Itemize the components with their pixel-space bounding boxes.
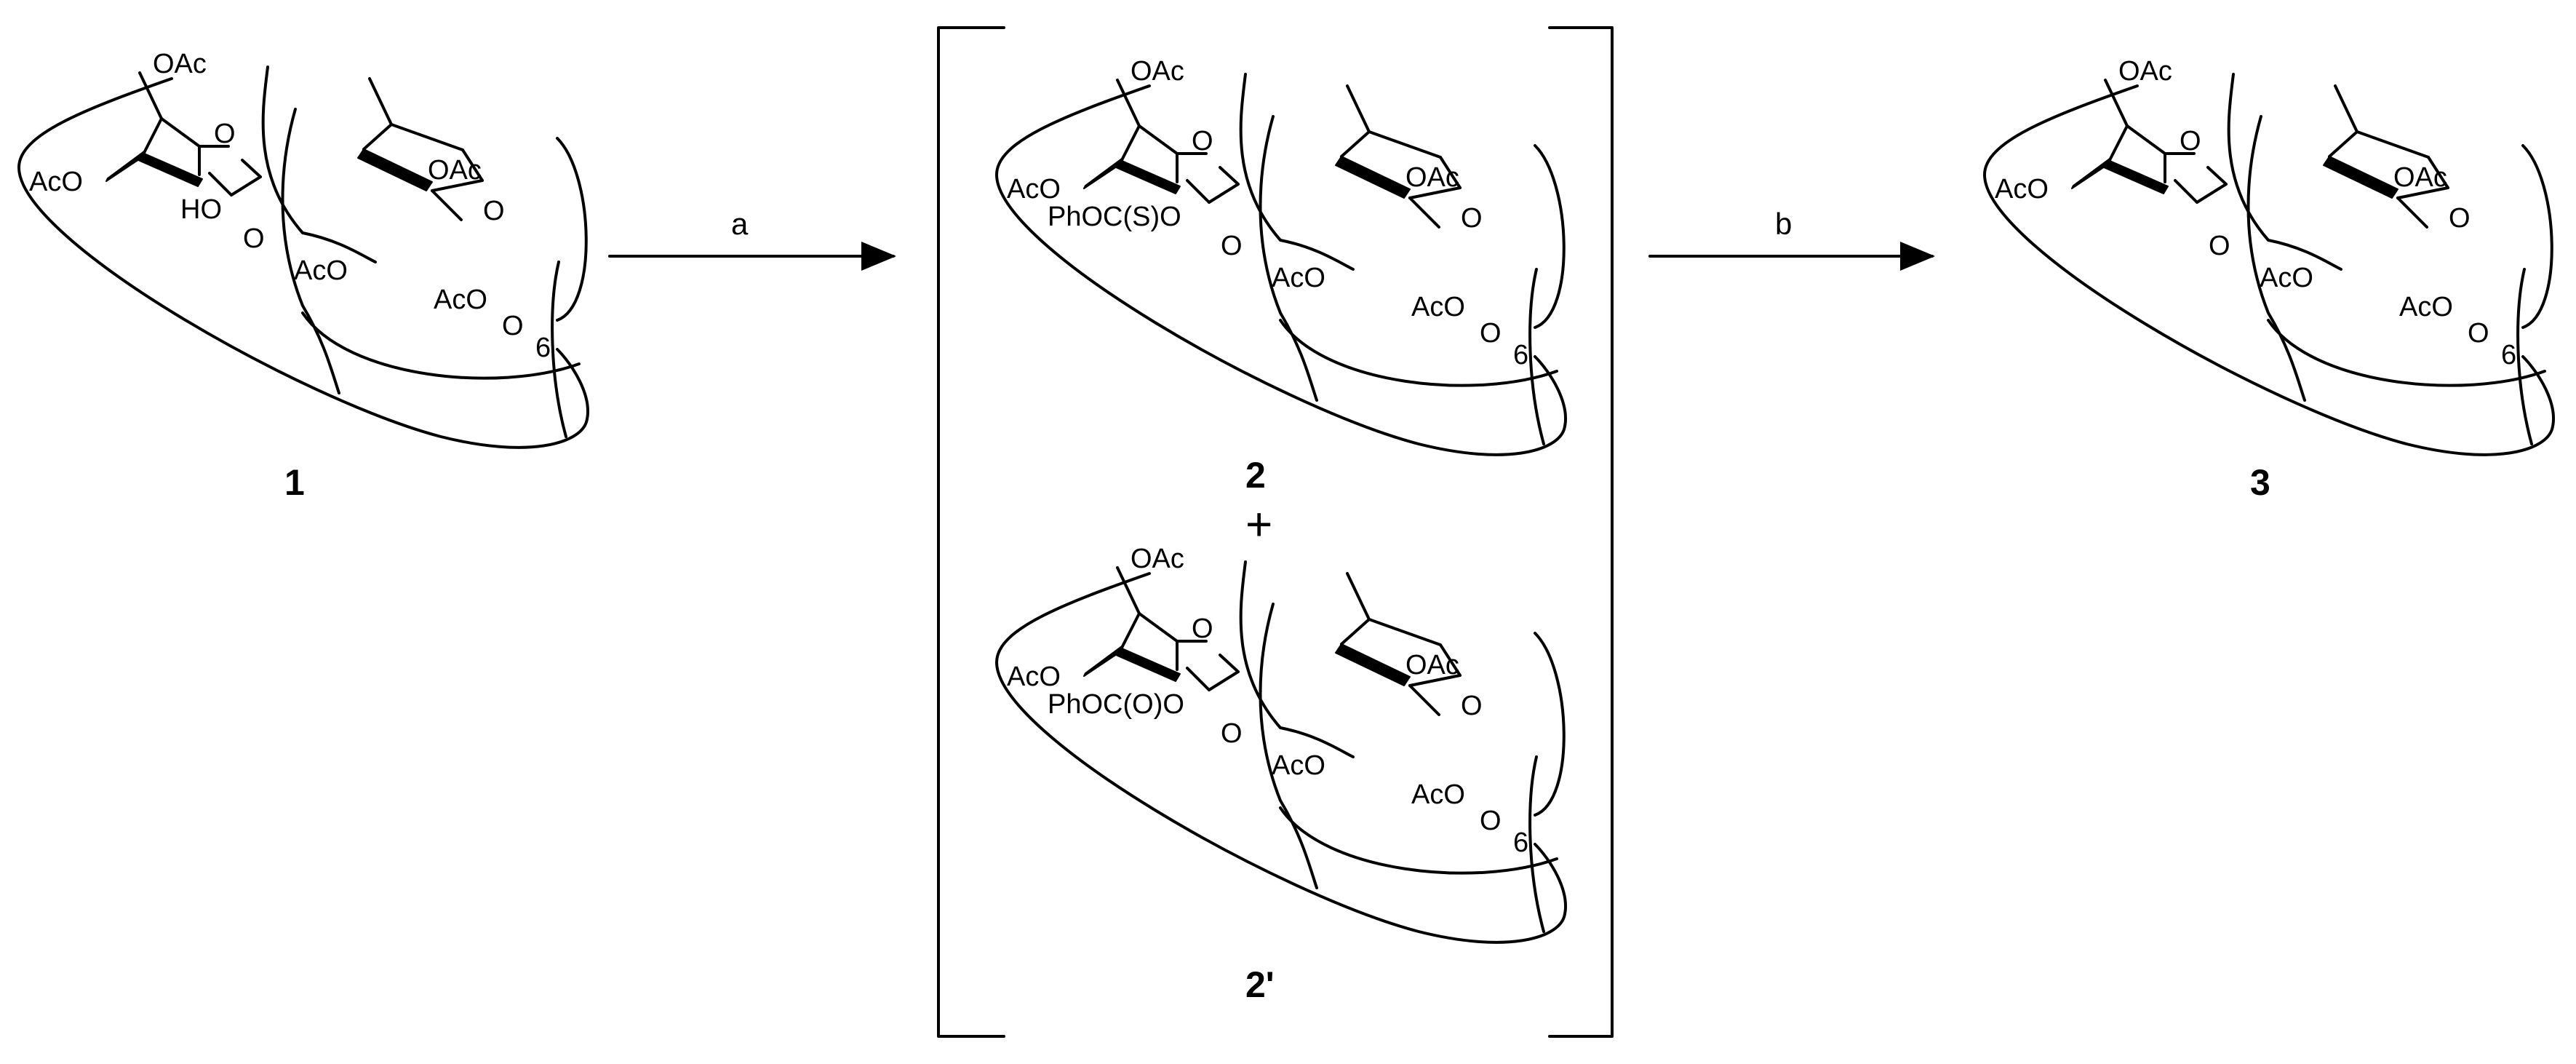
m2-inner-oac6: OAc [1131,56,1184,87]
m2p-inner-ring-o: O [1192,614,1213,644]
m2-outer-oac2: AcO [1411,292,1465,322]
m2p-outer-ring-o: O [1461,691,1483,721]
m2-inner-sub2: PhOC(S)O [1048,202,1181,232]
molecule-1: OAc O AcO HO O OAc O AcO AcO O 6 1 [17,49,589,503]
m1-inner-oac6: OAc [153,49,207,79]
m3-outer-oac2: AcO [2399,292,2453,322]
m3-outer-oac6: OAc [2393,162,2447,193]
m2-outer-o1: O [1480,318,1502,349]
m2-inner-oac4: AcO [1007,174,1061,205]
m2-repeat-count: 6 [1513,340,1528,370]
m2-outer-ring-o: O [1461,203,1483,234]
plus-sign: + [1245,498,1272,550]
m2p-outer-o1: O [1480,806,1502,836]
m1-outer-oac2: AcO [434,285,487,315]
m1-outer-oac6: OAc [428,155,482,186]
m1-repeat-count: 6 [535,333,551,363]
reaction-arrow-a: a [608,207,896,271]
step-a-label: a [731,207,749,241]
m1-outer-ring-o: O [483,196,505,226]
molecule-3: OAc O AcO O OAc O AcO AcO O 6 3 [1983,56,2555,503]
m3-inner-oac4: AcO [1995,174,2049,205]
m1-outer-oac3: AcO [294,255,348,286]
m1-inner-ring-o: O [214,119,236,149]
m3-repeat-count: 6 [2501,340,2516,370]
m2p-outer-oac2: AcO [1411,779,1465,810]
molecule-2: OAc O AcO PhOC(S)O O OAc O AcO AcO O 6 2 [995,56,1567,496]
m2-outer-oac3: AcO [1272,263,1325,293]
m3-inner-oac6: OAc [2118,56,2172,87]
m3-outer-ring-o: O [2449,203,2471,234]
m3-inner-o1: O [2209,231,2230,261]
molecule-2-prime: OAc O AcO PhOC(O)O O OAc O AcO AcO O 6 2… [995,544,1567,1005]
m1-outer-o1: O [502,311,524,341]
m2-compound-number: 2 [1245,455,1266,496]
m2-inner-ring-o: O [1192,126,1213,156]
m3-outer-oac3: AcO [2260,263,2313,293]
m2p-outer-oac6: OAc [1405,650,1459,680]
m1-inner-sub2: HO [180,194,222,225]
m2p-inner-oac6: OAc [1131,544,1184,574]
m3-outer-o1: O [2468,318,2489,349]
reaction-arrow-b: b [1648,207,1935,271]
m2p-inner-o1: O [1221,718,1243,749]
m2-outer-oac6: OAc [1405,162,1459,193]
m2p-compound-number: 2' [1245,964,1275,1005]
m2-inner-o1: O [1221,231,1243,261]
step-b-label: b [1775,207,1792,241]
m1-inner-oac4: AcO [29,167,83,197]
m1-inner-o1: O [243,223,265,254]
m2p-outer-oac3: AcO [1272,750,1325,781]
intermediate-brackets [937,26,1614,1038]
m3-compound-number: 3 [2250,462,2270,503]
m2p-inner-sub2: PhOC(O)O [1048,689,1184,720]
m3-inner-ring-o: O [2180,126,2201,156]
m2p-inner-oac4: AcO [1007,662,1061,692]
m2p-repeat-count: 6 [1513,827,1528,858]
m1-compound-number: 1 [284,462,305,503]
